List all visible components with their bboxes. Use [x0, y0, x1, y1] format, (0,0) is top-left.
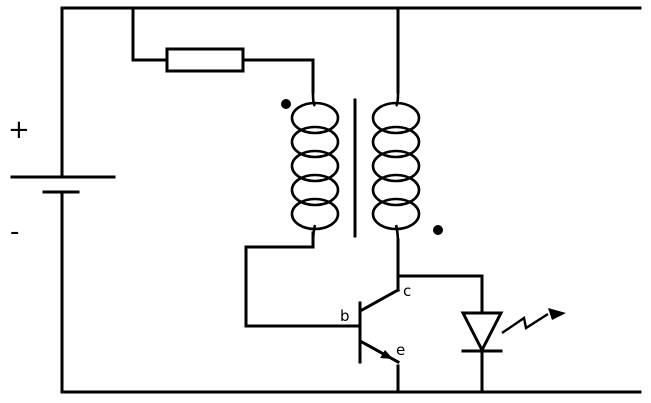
- coil-turn: [290, 197, 340, 231]
- coil-bottom-lead: [311, 224, 317, 244]
- coil-turn: [371, 101, 421, 135]
- battery-plus-label: +: [8, 115, 30, 145]
- secondary-coil: [371, 86, 421, 244]
- resistor-to-primary-wire: [241, 58, 315, 94]
- coil-turn: [290, 149, 340, 183]
- led-triangle: [460, 311, 504, 354]
- main-wires: [60, 6, 642, 394]
- transistor-emitter-lead: [359, 339, 401, 365]
- coil-turn: [371, 149, 421, 183]
- collector-label: c: [403, 282, 411, 300]
- coil-turn: [371, 125, 421, 159]
- coil-turn: [290, 125, 340, 159]
- collector-wire: [396, 238, 484, 314]
- emitter-label: e: [396, 341, 405, 359]
- coil-turn: [290, 101, 340, 135]
- primary-polarity-dot: [281, 99, 291, 109]
- coil-turn: [371, 173, 421, 207]
- led-symbol: [460, 308, 566, 354]
- top-rail-wire: [60, 6, 642, 179]
- bottom-rail-wire: [60, 190, 642, 394]
- light-arrowhead-icon: [548, 308, 566, 320]
- battery-symbol: + -: [8, 115, 116, 247]
- coil-top-lead: [394, 86, 400, 107]
- coil-turn: [371, 197, 421, 231]
- base-label: b: [340, 307, 350, 325]
- emitter-arrow-icon: [380, 350, 393, 359]
- coil-bottom-lead: [394, 224, 400, 244]
- resistor: [165, 47, 245, 73]
- resistor-branch-wire: [131, 6, 169, 62]
- battery-minus-label: -: [10, 217, 19, 247]
- transistor-collector-lead: [359, 287, 401, 313]
- light-emission-arrow-icon: [501, 312, 549, 334]
- secondary-polarity-dot: [433, 225, 443, 235]
- transistor-symbol: b c e: [340, 274, 411, 365]
- coil-turn: [290, 173, 340, 207]
- primary-coil: [290, 86, 340, 244]
- coil-top-lead: [311, 86, 317, 107]
